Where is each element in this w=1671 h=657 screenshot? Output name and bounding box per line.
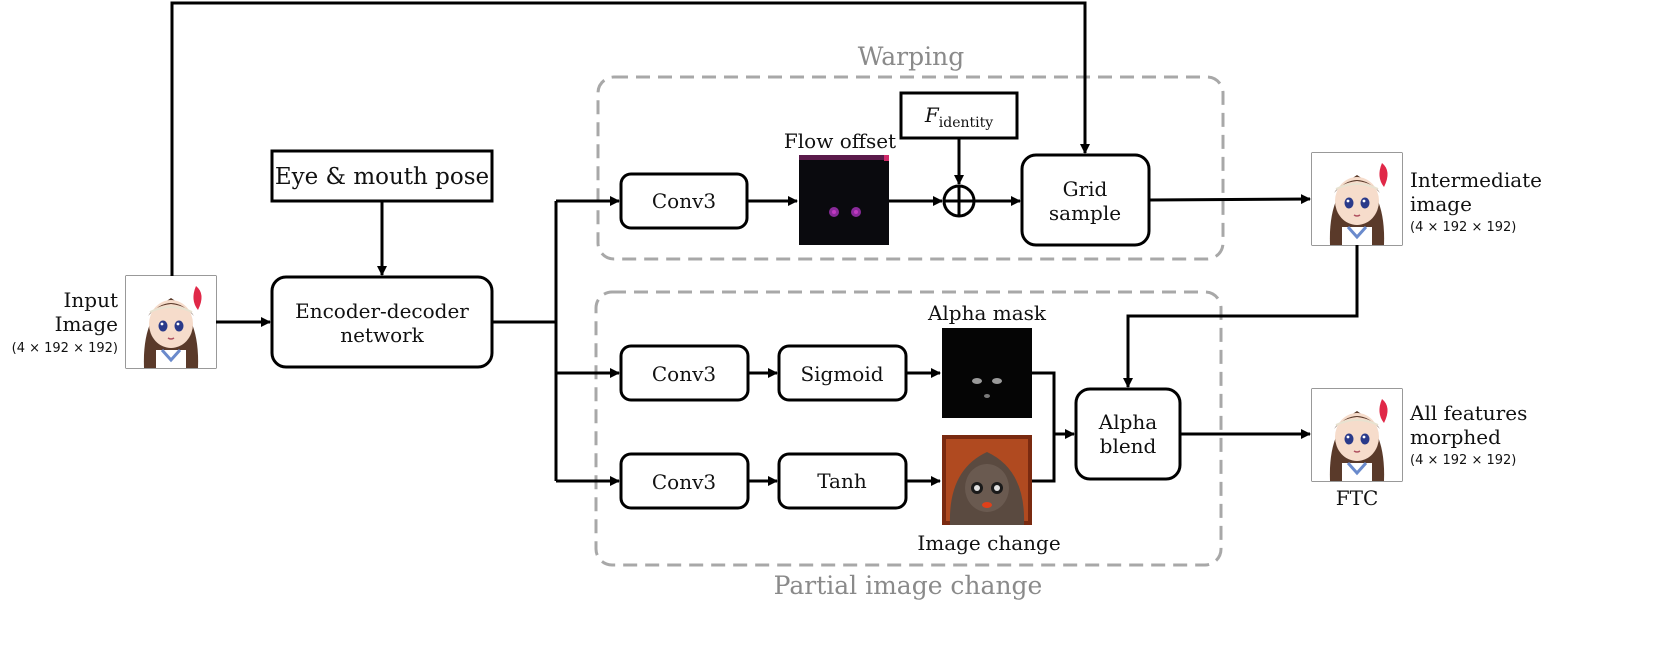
tanh-label: Tanh: [817, 469, 867, 493]
connectors: [170, 1, 1359, 486]
final-output-label-line2: morphed: [1410, 425, 1501, 449]
partial-change-group-box: [594, 290, 1223, 567]
alpha-mask-image: [942, 328, 1032, 418]
partial-change-group-title: Partial image change: [774, 571, 1043, 600]
final-output-label-line1: All features: [1409, 401, 1527, 425]
warp-conv3-label: Conv3: [652, 189, 716, 213]
arrow-input-to-grid-sample: [170, 1, 1090, 276]
input-dims: (4 × 192 × 192): [12, 341, 118, 356]
grid-sample-label-line1: Grid: [1063, 177, 1108, 201]
warping-group-box: [596, 75, 1225, 261]
input-label-line1: Input: [63, 288, 118, 312]
pose-label: Eye & mouth pose: [275, 164, 489, 190]
arrow-grid-to-intermediate: [1148, 194, 1311, 205]
alpha-blend-label-line1: Alpha: [1098, 410, 1158, 434]
alpha-blend-label-line2: blend: [1100, 434, 1157, 458]
intermediate-dims: (4 × 192 × 192): [1410, 220, 1516, 235]
mask-conv3-label: Conv3: [652, 362, 716, 386]
f-identity-sub: identity: [939, 115, 993, 131]
f-identity-label: Fidentity: [924, 103, 993, 131]
flow-offset-label: Flow offset: [784, 129, 896, 153]
f-identity-main: F: [924, 103, 940, 127]
arrow-change-to-blend: [1032, 434, 1056, 483]
intermediate-image: [1311, 152, 1403, 246]
input-label-line2: Image: [55, 312, 118, 336]
final-output-dims: (4 × 192 × 192): [1410, 453, 1516, 468]
image-change-label: Image change: [917, 531, 1060, 555]
sigmoid-label: Sigmoid: [800, 362, 883, 386]
grid-sample-label-line2: sample: [1049, 201, 1121, 225]
intermediate-label-line2: image: [1410, 192, 1472, 216]
encoder-decoder-label-line2: network: [340, 323, 424, 347]
add-operator-icon: [942, 184, 976, 218]
change-conv3-label: Conv3: [652, 470, 716, 494]
image-change-image: [942, 435, 1032, 525]
ftc-label: FTC: [1336, 486, 1379, 510]
encoder-decoder-label-line1: Encoder-decoder: [295, 299, 469, 323]
intermediate-label-line1: Intermediate: [1410, 168, 1542, 192]
input-image: [125, 275, 217, 369]
arrow-mask-to-blend: [1032, 371, 1075, 439]
final-output-image: [1311, 388, 1403, 482]
alpha-mask-label: Alpha mask: [927, 301, 1047, 325]
arrow-intermediate-to-blend: [1123, 245, 1359, 388]
flow-offset-image: [799, 155, 889, 245]
pose-box: [270, 149, 494, 203]
warping-group-title: Warping: [858, 42, 964, 71]
